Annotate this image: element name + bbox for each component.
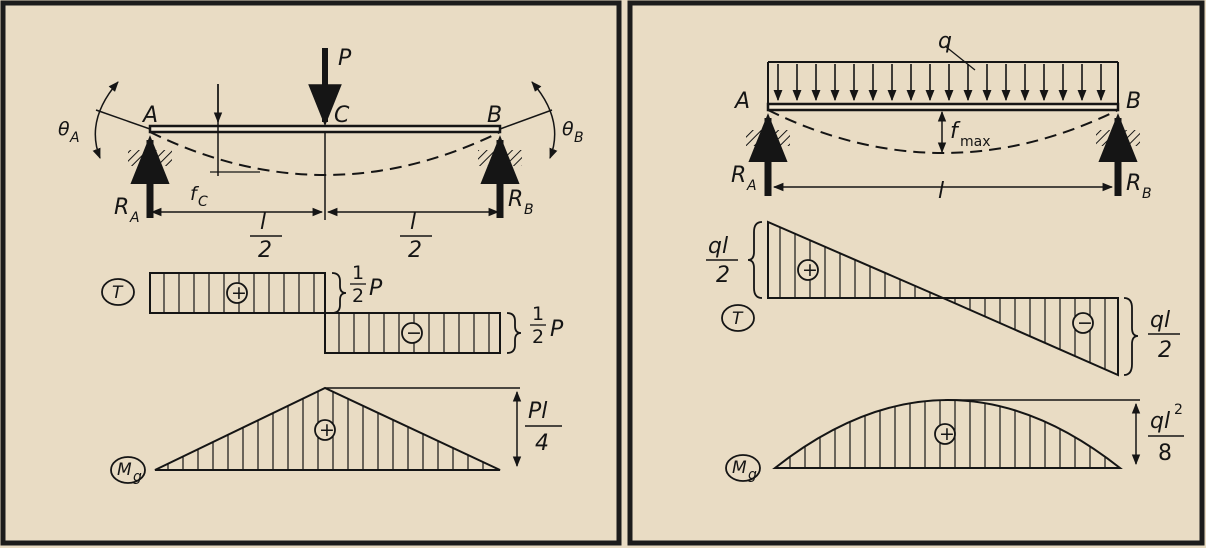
right-span-label: l bbox=[938, 179, 944, 204]
right-moment-label-circle bbox=[725, 454, 761, 482]
right-moment-label: M bbox=[732, 458, 747, 478]
right-point-b-label: B bbox=[1126, 89, 1141, 114]
right-shear-pos-sign: + bbox=[802, 259, 818, 281]
moment-triangle bbox=[154, 386, 501, 471]
right-shear-top-den: 2 bbox=[716, 263, 730, 288]
shear-label-circle bbox=[101, 278, 135, 306]
point-b-label: B bbox=[487, 103, 502, 128]
shear-bottom-brace bbox=[506, 312, 522, 354]
moment-pos-sign: + bbox=[319, 419, 335, 441]
right-shear-top-num: ql bbox=[708, 234, 728, 259]
angle-a-sub: A bbox=[69, 130, 80, 146]
shear-top-den: 2 bbox=[352, 285, 364, 307]
shear-pos-sign: + bbox=[231, 282, 247, 304]
support-a-hatch bbox=[128, 150, 172, 166]
shear-top-brace bbox=[331, 272, 347, 314]
right-point-a-label: A bbox=[733, 89, 750, 114]
angle-arc-a bbox=[92, 81, 119, 159]
reaction-a-label: R bbox=[114, 195, 129, 220]
right-moment-pos-sign: + bbox=[939, 423, 955, 445]
right-reaction-a-label: R bbox=[731, 163, 746, 188]
right-support-b-hatch bbox=[1096, 130, 1140, 146]
right-shear-top-brace bbox=[747, 221, 763, 299]
right-moment-num: ql bbox=[1150, 409, 1170, 434]
right-shear-bottom-den: 2 bbox=[1158, 338, 1172, 363]
shear-bottom-num: 1 bbox=[532, 303, 544, 325]
shear-negative-block bbox=[324, 312, 501, 354]
deflection-fc-sub: C bbox=[198, 194, 208, 210]
point-c-label: C bbox=[334, 103, 350, 128]
support-b-hatch bbox=[478, 150, 522, 166]
moment-den: 4 bbox=[535, 431, 549, 456]
shear-top-var: P bbox=[369, 276, 383, 301]
shear-top-num: 1 bbox=[352, 262, 364, 284]
angle-a-label: θ bbox=[58, 118, 70, 140]
reaction-b-label: R bbox=[508, 187, 523, 212]
right-shear-neg-sign: − bbox=[1077, 312, 1093, 334]
right-support-a-hatch bbox=[746, 130, 790, 146]
deflection-fmax-label: f bbox=[950, 119, 961, 144]
right-shear-label: T bbox=[732, 309, 744, 329]
angle-b-sub: B bbox=[574, 130, 584, 146]
right-panel-frame bbox=[627, 0, 1205, 546]
span-left-den: 2 bbox=[258, 238, 272, 263]
left-panel-frame bbox=[0, 0, 622, 546]
right-beam bbox=[766, 102, 1120, 112]
moment-label-sub: g bbox=[133, 469, 142, 485]
reaction-a-sub: A bbox=[129, 210, 140, 226]
angle-arc-b bbox=[531, 81, 558, 159]
moment-num: Pl bbox=[528, 399, 547, 424]
load-q-label: q bbox=[938, 29, 952, 54]
left-beam bbox=[148, 124, 502, 134]
right-shear-bottom-num: ql bbox=[1150, 308, 1170, 333]
right-reaction-b-label: R bbox=[1126, 171, 1141, 196]
right-panel bbox=[706, 45, 1184, 482]
right-shear-bottom-brace bbox=[1123, 297, 1139, 376]
deflection-fmax-sub: max bbox=[960, 134, 991, 150]
moment-label: M bbox=[117, 460, 132, 480]
moment-label-circle bbox=[110, 456, 146, 484]
deflection-fc-label: f bbox=[190, 183, 200, 205]
shear-bottom-var: P bbox=[550, 317, 564, 342]
span-right-num: l bbox=[410, 210, 416, 235]
right-moment-label-sub: g bbox=[748, 467, 757, 483]
left-panel bbox=[92, 48, 562, 484]
right-reaction-b-sub: B bbox=[1142, 186, 1152, 202]
right-moment-sup: 2 bbox=[1174, 402, 1183, 418]
shear-pos-sign-circle bbox=[226, 282, 248, 304]
right-moment-den: 8 bbox=[1158, 441, 1172, 466]
angle-b-label: θ bbox=[562, 118, 574, 140]
right-reaction-a-sub: A bbox=[746, 178, 757, 194]
span-left-num: l bbox=[260, 210, 266, 235]
shear-label: T bbox=[112, 283, 124, 303]
shear-positive-block bbox=[149, 272, 326, 314]
shear-neg-sign: − bbox=[406, 322, 422, 344]
shear-bottom-den: 2 bbox=[532, 326, 544, 348]
reaction-b-sub: B bbox=[524, 202, 534, 218]
load-p-label: P bbox=[338, 46, 352, 71]
right-deflection-curve bbox=[767, 109, 1119, 154]
shear-neg-sign-circle bbox=[401, 322, 423, 344]
point-a-label: A bbox=[141, 103, 158, 128]
right-shear-label-circle bbox=[721, 304, 755, 332]
span-right-den: 2 bbox=[408, 238, 422, 263]
